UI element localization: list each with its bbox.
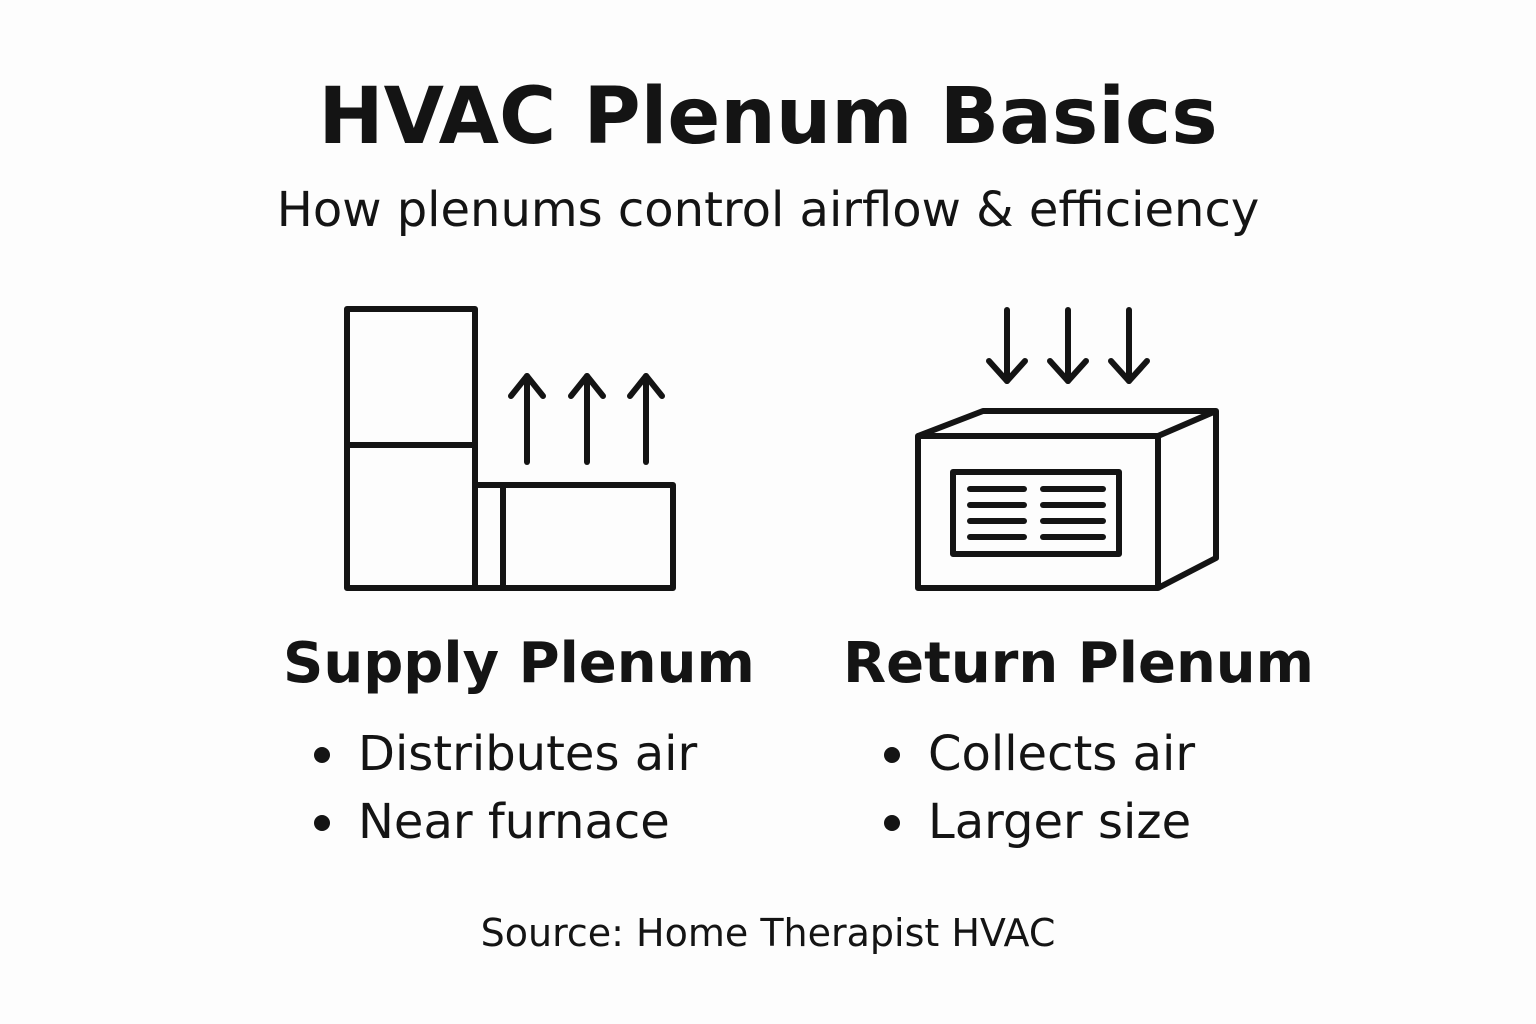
list-item: Distributes air [314, 720, 697, 788]
source-credit: Source: Home Therapist HVAC [480, 911, 1056, 955]
bullet-icon [884, 815, 900, 831]
supply-plenum-title: Supply Plenum [283, 631, 755, 696]
return-plenum-title: Return Plenum [843, 631, 1315, 696]
list-item: Collects air [884, 720, 1195, 788]
page-subtitle: How plenums control airflow & efficiency [276, 182, 1260, 238]
supply-plenum-bullets: Distributes air Near furnace [314, 720, 697, 856]
page-title: HVAC Plenum Basics [318, 72, 1218, 162]
down-arrows-icon [986, 307, 1150, 384]
grille-icon [967, 486, 1106, 540]
bullet-icon [314, 747, 330, 763]
bullet-icon [884, 747, 900, 763]
bullet-icon [314, 815, 330, 831]
return-plenum-bullets: Collects air Larger size [884, 720, 1195, 856]
list-item: Larger size [884, 788, 1195, 856]
list-item: Near furnace [314, 788, 697, 856]
supply-plenum-icon [344, 306, 676, 591]
return-plenum-icon [915, 307, 1219, 591]
up-arrows-icon [508, 373, 665, 465]
